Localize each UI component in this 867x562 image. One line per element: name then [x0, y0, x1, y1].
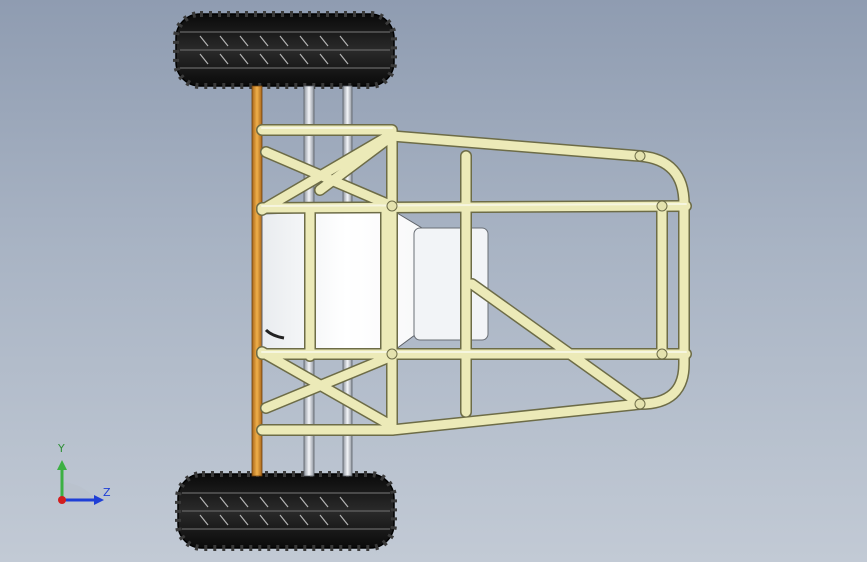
orientation-triad[interactable]: [57, 460, 104, 505]
tire-bottom[interactable]: [175, 471, 397, 551]
seat-edge-dark: [264, 328, 285, 340]
frame-joints: [386, 150, 668, 410]
triad-z-arrow-icon: [94, 495, 104, 505]
triad-y-label: Y: [58, 442, 65, 455]
triad-y-arrow-icon: [57, 460, 67, 470]
triad-hub: [62, 482, 96, 500]
tire-top[interactable]: [173, 11, 397, 89]
triad-z-label: Z: [103, 486, 111, 499]
triad-x-axis-dot: [58, 496, 66, 504]
tube-frame[interactable]: [256, 124, 692, 436]
rear-axle-orange[interactable]: [251, 85, 263, 477]
